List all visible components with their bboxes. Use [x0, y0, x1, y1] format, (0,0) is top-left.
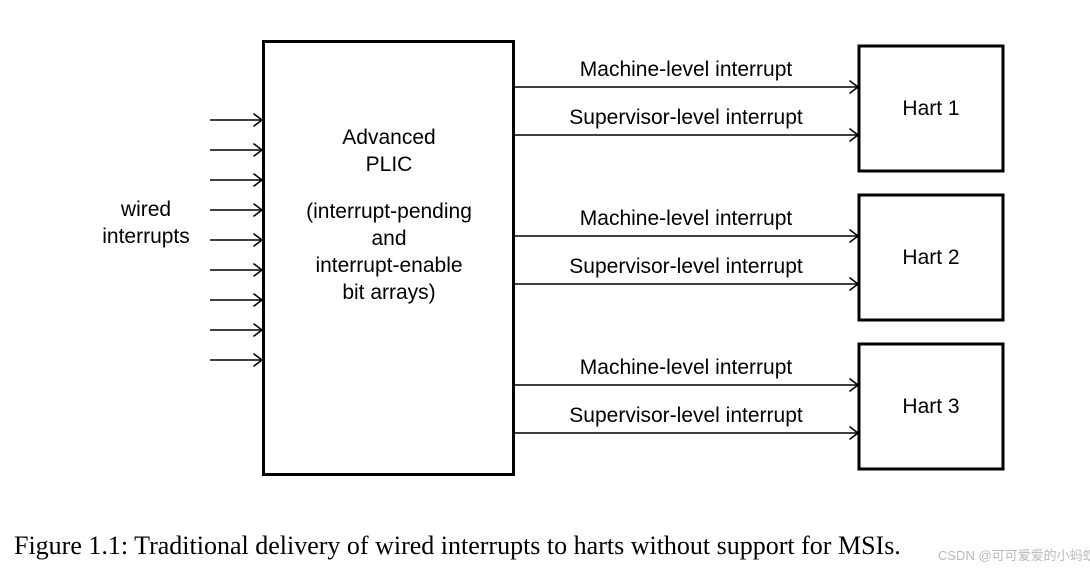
hart-label: Hart 3 [902, 395, 959, 418]
hart-label: Hart 1 [902, 97, 959, 120]
machine-level-interrupt-arrow [514, 229, 860, 243]
figure-caption: Figure 1.1: Traditional delivery of wire… [14, 531, 901, 560]
machine-level-interrupt-label: Machine-level interrupt [580, 58, 793, 81]
wired-interrupt-arrow [210, 233, 264, 247]
wired-label-line-2: interrupts [102, 225, 190, 248]
machine-level-interrupt-arrow [514, 378, 860, 392]
hart-3: Hart 3 Machine-level interruptSupervisor-… [514, 342, 1005, 471]
plic-label-line: bit arrays) [342, 281, 435, 304]
wired-interrupt-arrow [210, 323, 264, 337]
machine-level-interrupt-label: Machine-level interrupt [580, 356, 793, 379]
hart-box [857, 342, 1005, 471]
hart-1: Hart 1 Machine-level interruptSupervisor-… [514, 44, 1005, 173]
plic-label-line: interrupt-enable [315, 254, 462, 277]
plic-label-line: Advanced [342, 126, 435, 149]
wired-interrupt-arrow [210, 263, 264, 277]
plic-label-line: and [371, 227, 406, 250]
machine-level-interrupt-label: Machine-level interrupt [580, 207, 793, 230]
supervisor-level-interrupt-label: Supervisor-level interrupt [569, 106, 803, 129]
supervisor-level-interrupt-arrow [514, 426, 860, 440]
plic-label-line: PLIC [366, 153, 413, 176]
hart-box [857, 44, 1005, 173]
wired-interrupt-arrow [210, 173, 264, 187]
wired-interrupt-arrows [210, 113, 264, 367]
hart-box [857, 193, 1005, 322]
advanced-plic-box [262, 40, 515, 476]
wired-label-line-1: wired [120, 198, 171, 221]
supervisor-level-interrupt-arrow [514, 128, 860, 142]
wired-interrupt-arrow [210, 143, 264, 157]
hart-label: Hart 2 [902, 246, 959, 269]
wired-interrupt-arrow [210, 293, 264, 307]
supervisor-level-interrupt-label: Supervisor-level interrupt [569, 255, 803, 278]
supervisor-level-interrupt-arrow [514, 277, 860, 291]
supervisor-level-interrupt-label: Supervisor-level interrupt [569, 404, 803, 427]
wired-interrupt-arrow [210, 113, 264, 127]
watermark: CSDN @可可爱爱的小蚂蚁 [938, 548, 1090, 563]
plic-label-line: (interrupt-pending [306, 200, 472, 223]
wired-interrupt-arrow [210, 353, 264, 367]
machine-level-interrupt-arrow [514, 80, 860, 94]
hart-2: Hart 2 Machine-level interruptSupervisor-… [514, 193, 1005, 322]
wired-interrupt-arrow [210, 203, 264, 217]
